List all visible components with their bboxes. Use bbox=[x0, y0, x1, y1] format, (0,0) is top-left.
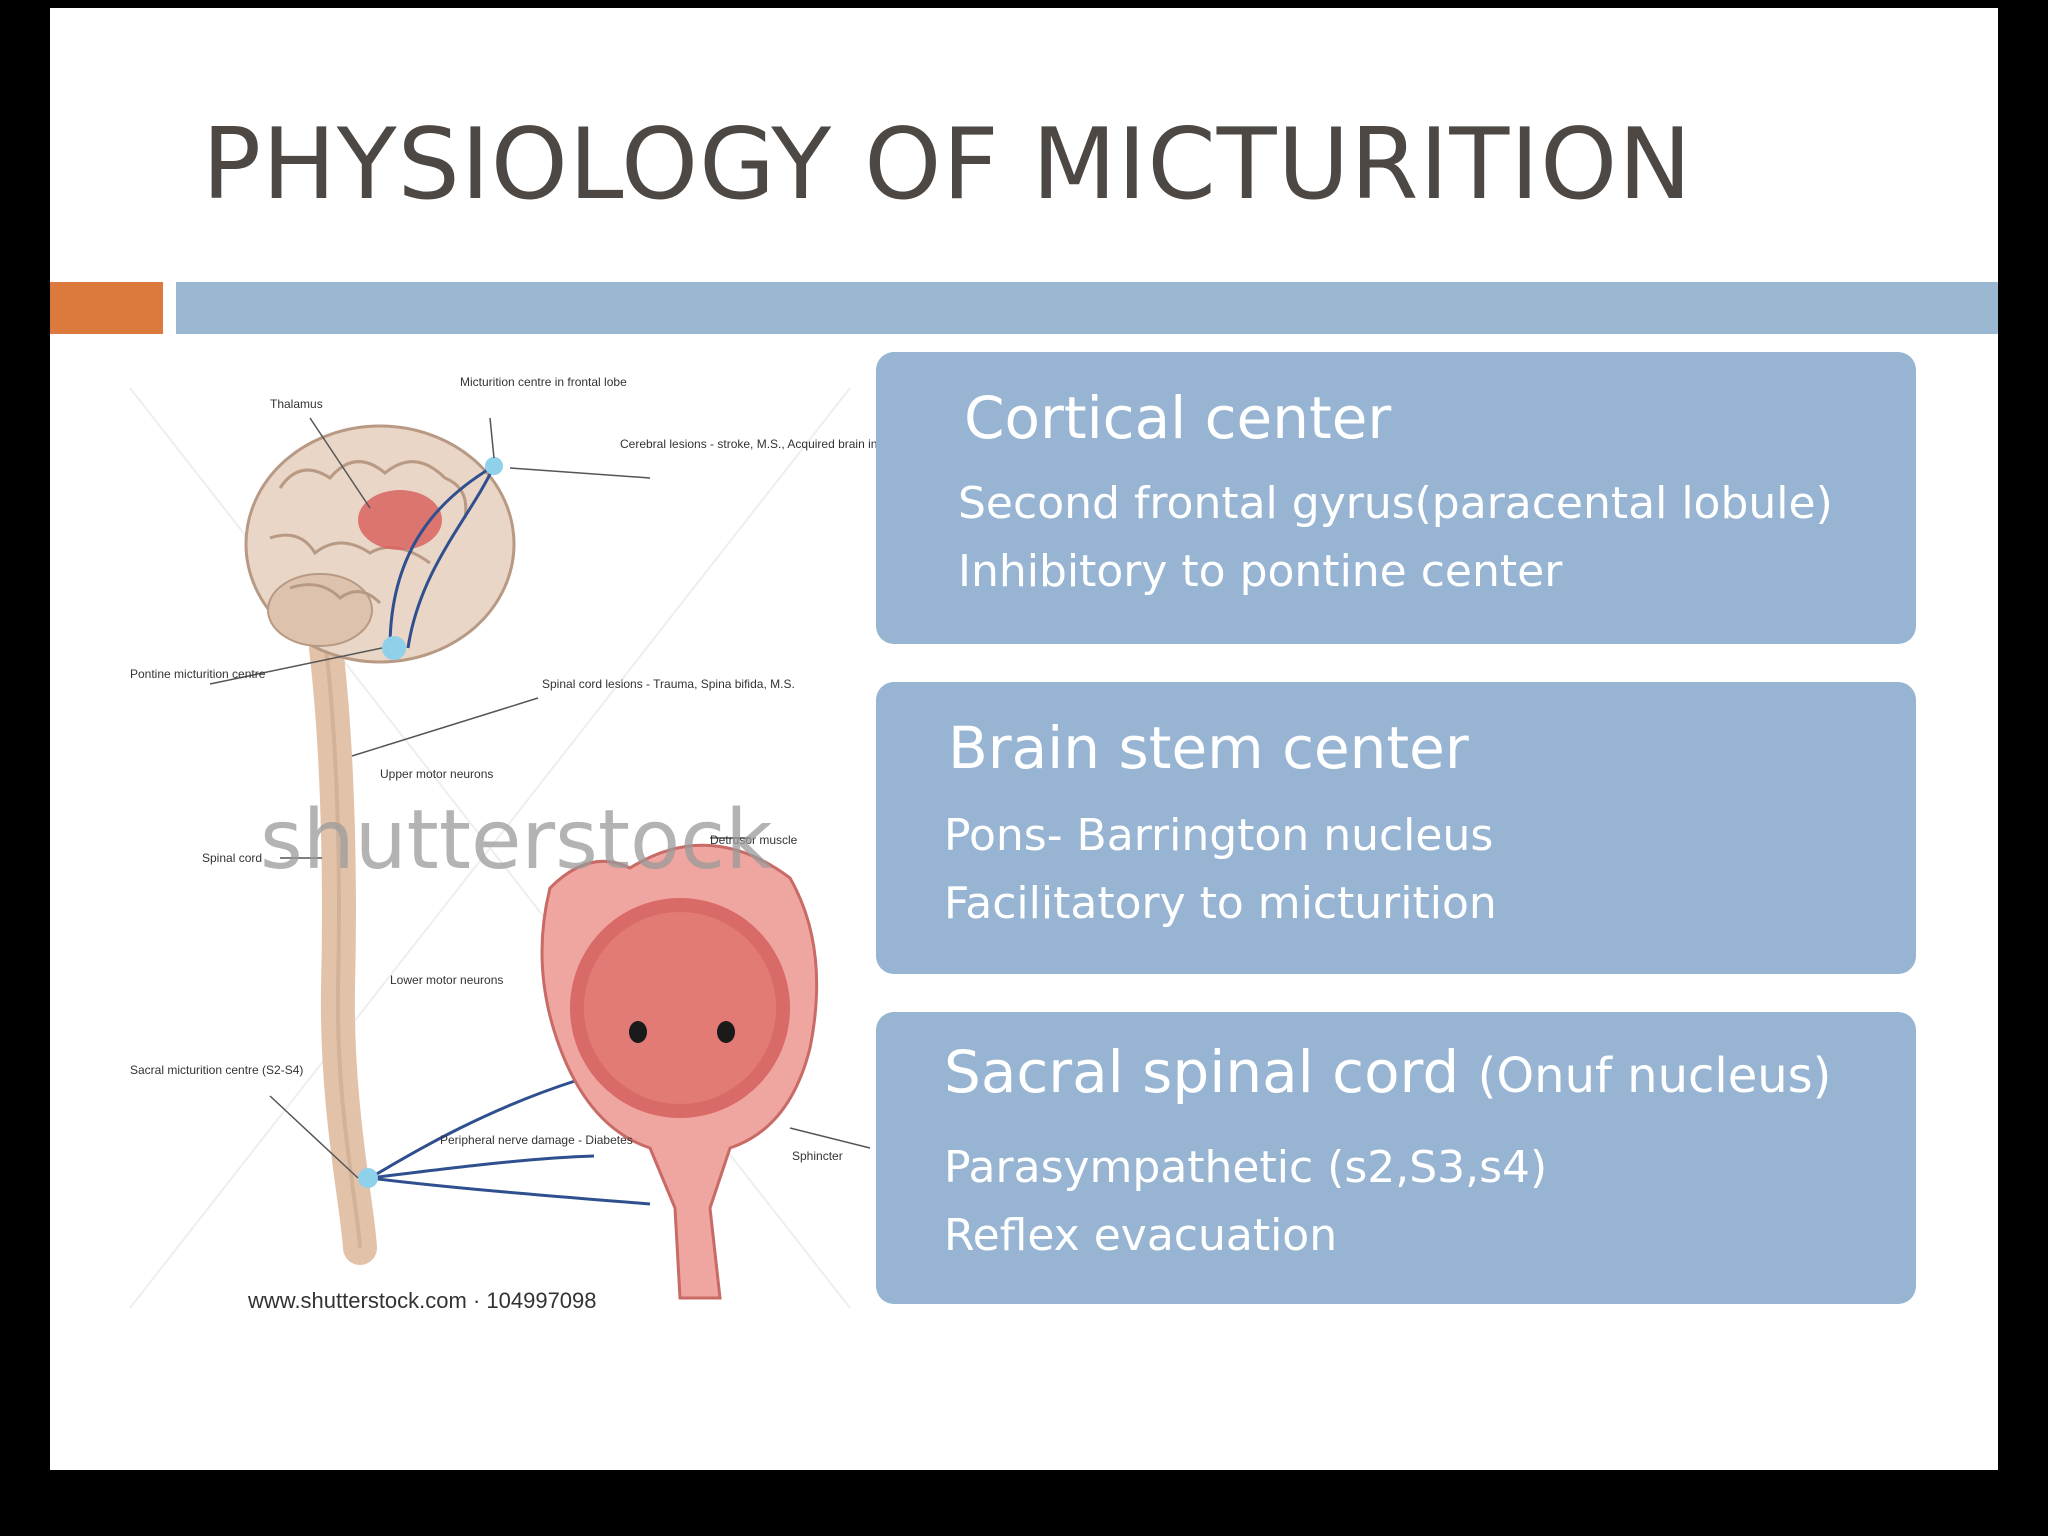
label-thalamus: Thalamus bbox=[270, 397, 323, 411]
label-spinal-cord: Spinal cord bbox=[202, 851, 262, 865]
label-spinal-cord-lesions: Spinal cord lesions - Trauma, Spina bifi… bbox=[542, 677, 795, 691]
accent-bar-blue bbox=[176, 282, 1998, 334]
label-micturition-centre: Micturition centre in frontal lobe bbox=[460, 375, 627, 389]
info-box-brainstem: Brain stem center Pons- Barrington nucle… bbox=[876, 682, 1916, 974]
box-line: Inhibitory to pontine center bbox=[958, 546, 1562, 597]
label-peripheral-nerve: Peripheral nerve damage - Diabetes bbox=[440, 1133, 633, 1147]
slide-title: PHYSIOLOGY OF MICTURITION bbox=[202, 108, 1693, 222]
heading-main: Cortical center bbox=[964, 384, 1391, 452]
pontine-centre-marker bbox=[382, 636, 406, 660]
box-heading: Cortical center bbox=[964, 384, 1391, 452]
sacral-centre-marker bbox=[358, 1168, 378, 1188]
brain-shape bbox=[246, 426, 514, 662]
slide: PHYSIOLOGY OF MICTURITION bbox=[50, 8, 1998, 1470]
box-line: Reflex evacuation bbox=[944, 1210, 1337, 1261]
box-heading: Sacral spinal cord (Onuf nucleus) bbox=[944, 1038, 1831, 1106]
anatomy-illustration: Thalamus Micturition centre in frontal l… bbox=[90, 348, 890, 1348]
image-credit: www.shutterstock.com · 104997098 bbox=[248, 1288, 597, 1314]
label-sacral-centre: Sacral micturition centre (S2-S4) bbox=[130, 1063, 303, 1077]
box-line: Facilitatory to micturition bbox=[944, 878, 1497, 929]
info-box-cortical: Cortical center Second frontal gyrus(par… bbox=[876, 352, 1916, 644]
box-line: Second frontal gyrus(paracental lobule) bbox=[958, 478, 1833, 529]
label-lower-motor-neurons: Lower motor neurons bbox=[390, 973, 503, 987]
box-heading: Brain stem center bbox=[948, 714, 1469, 782]
box-line: Parasympathetic (s2,S3,s4) bbox=[944, 1142, 1547, 1193]
spinal-cord-shape bbox=[326, 648, 360, 1248]
box-line: Pons- Barrington nucleus bbox=[944, 810, 1493, 861]
heading-main: Sacral spinal cord bbox=[944, 1038, 1459, 1106]
info-box-sacral: Sacral spinal cord (Onuf nucleus) Parasy… bbox=[876, 1012, 1916, 1304]
label-pontine-centre: Pontine micturition centre bbox=[130, 667, 266, 681]
watermark-text: shutterstock bbox=[260, 793, 773, 888]
label-upper-motor-neurons: Upper motor neurons bbox=[380, 767, 493, 781]
frontal-centre-marker bbox=[485, 457, 503, 475]
accent-bar-orange bbox=[50, 282, 163, 334]
label-cerebral-lesions: Cerebral lesions - stroke, M.S., Acquire… bbox=[620, 437, 890, 451]
label-sphincter: Sphincter bbox=[792, 1149, 843, 1163]
micturition-anatomy-figure: Thalamus Micturition centre in frontal l… bbox=[90, 348, 890, 1348]
heading-sub: (Onuf nucleus) bbox=[1478, 1048, 1832, 1104]
heading-main: Brain stem center bbox=[948, 714, 1469, 782]
bladder-shape bbox=[542, 845, 817, 1298]
